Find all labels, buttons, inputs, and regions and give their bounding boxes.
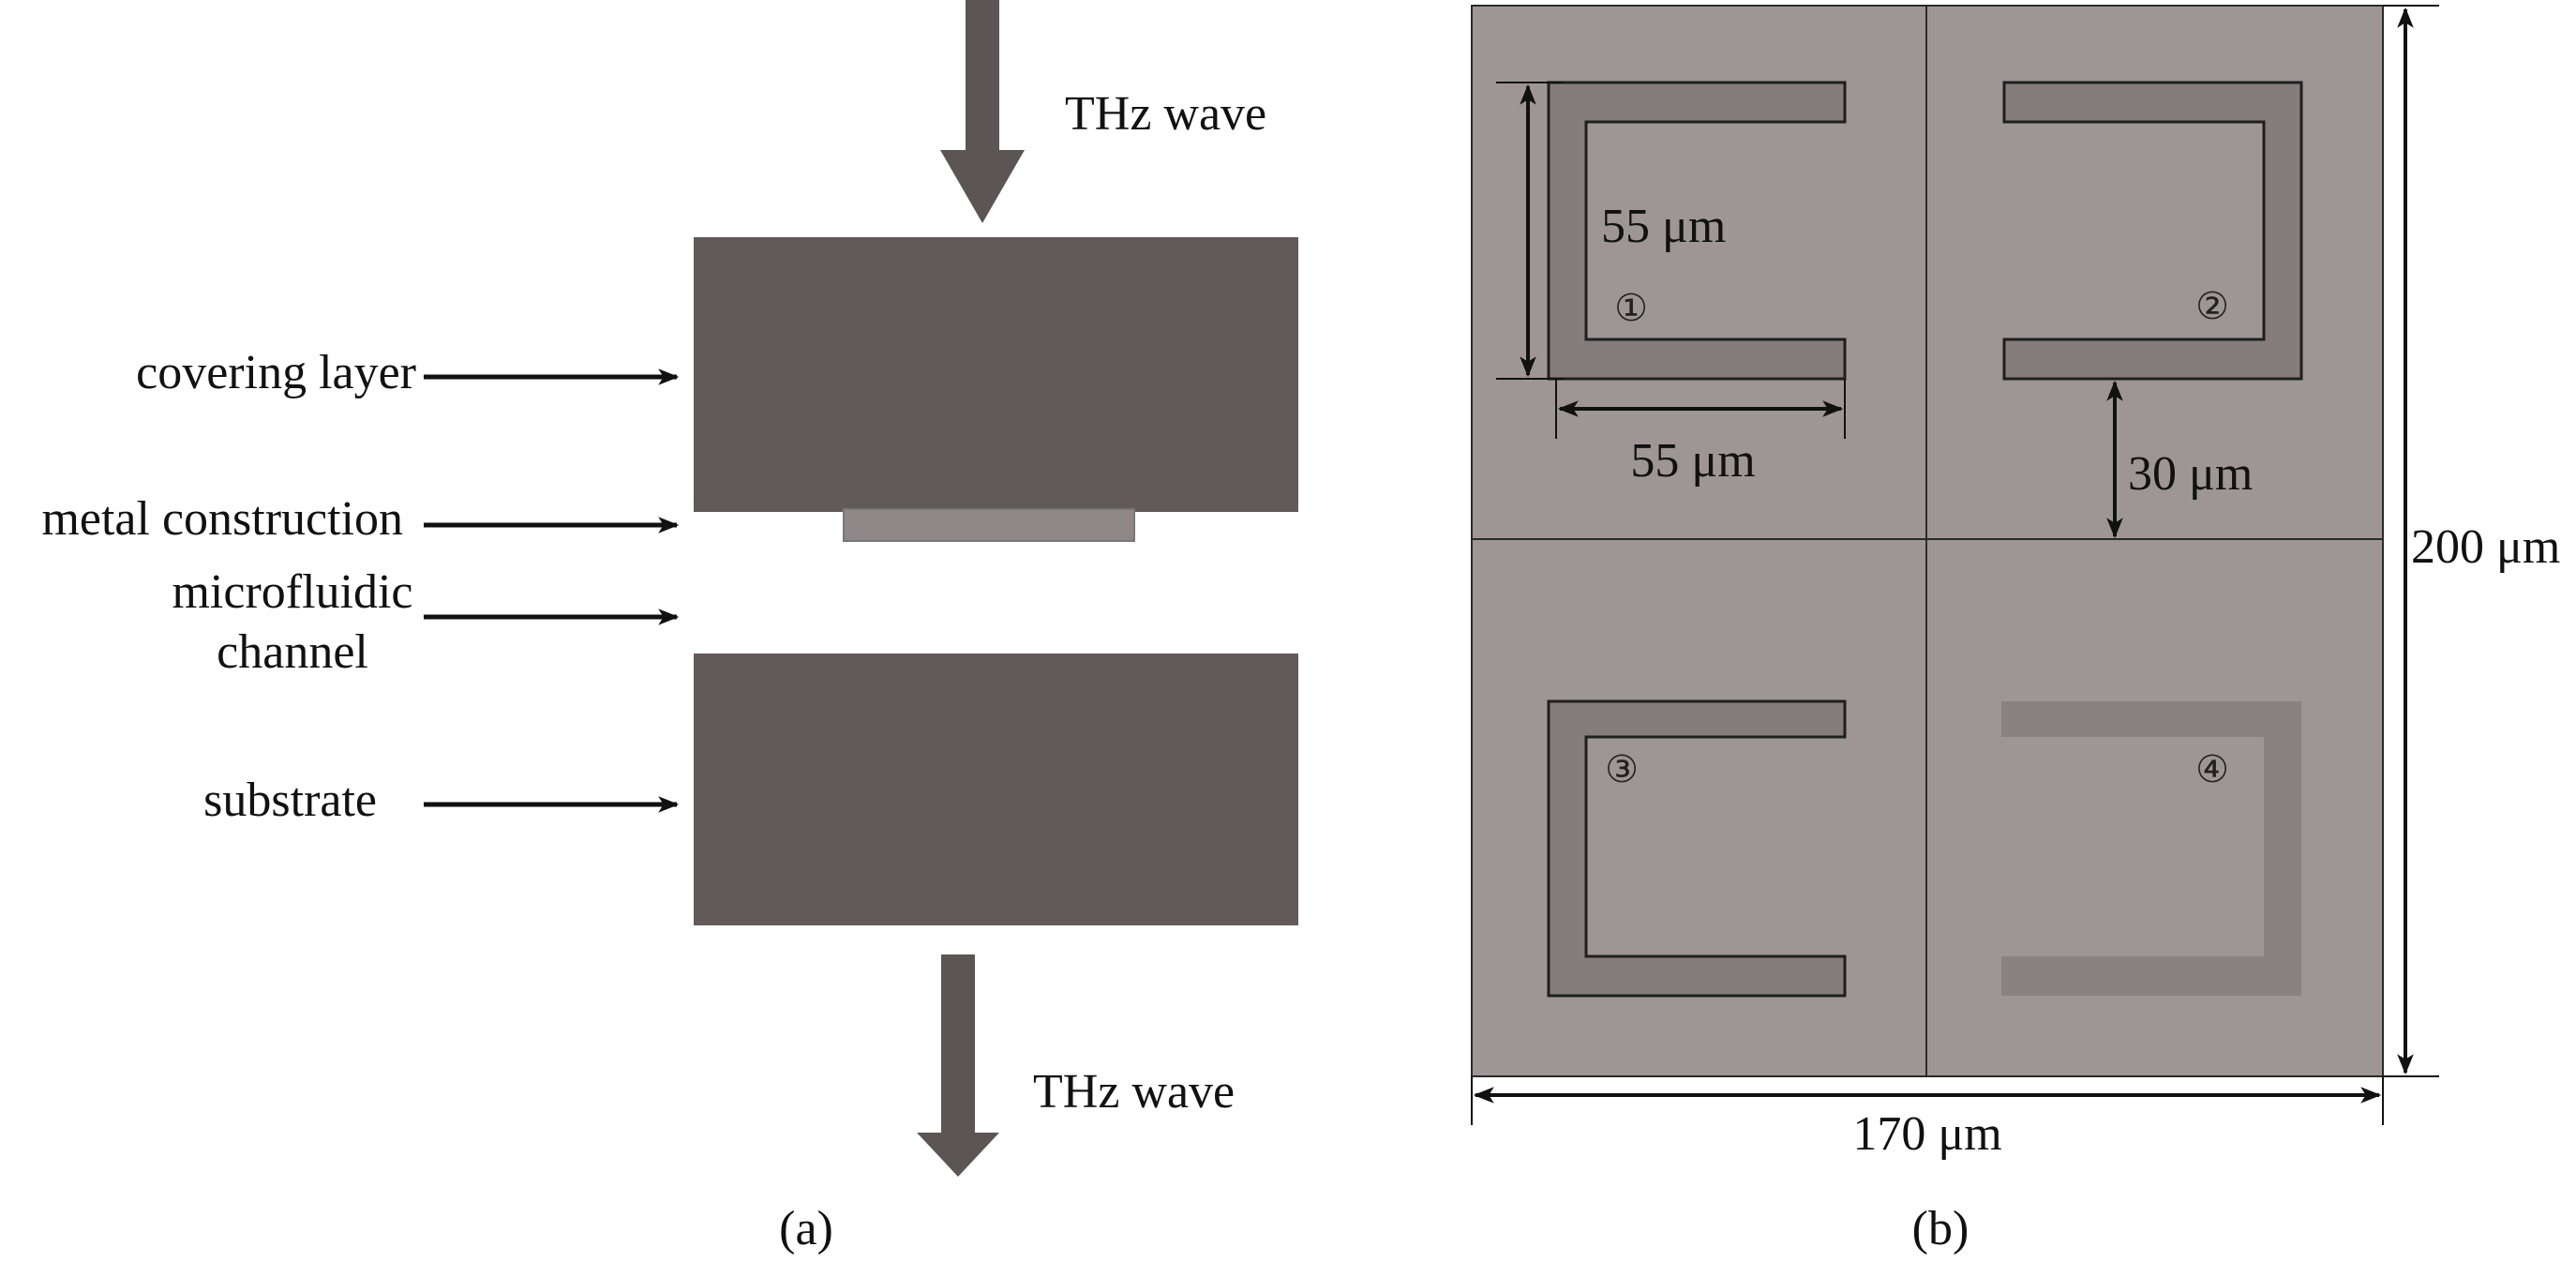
ring-width-label: 55 μm	[1630, 434, 1755, 488]
panel-b-caption: (b)	[1912, 1202, 1969, 1255]
resonator-2	[2002, 81, 2303, 381]
metal-construction-strip	[843, 508, 1135, 542]
incident-thz-arrow	[940, 0, 1025, 223]
microfluidic-label-line2: channel	[217, 625, 368, 679]
resonator-number-3: ③	[1605, 748, 1639, 791]
cell-height-dimension	[2383, 5, 2439, 1077]
resonator-number-4: ④	[2195, 748, 2229, 791]
resonator-number-2: ②	[2195, 285, 2229, 328]
transmitted-thz-label: THz wave	[1033, 1065, 1235, 1119]
panel-a: THz wave THz wave covering layer metal c…	[41, 0, 1298, 1255]
microfluidic-label-line1: microfluidic	[172, 565, 412, 619]
metal-construction-label: metal construction	[41, 492, 403, 546]
covering-layer-label: covering layer	[136, 346, 416, 399]
resonator-4	[2001, 701, 2301, 996]
substrate-label: substrate	[203, 774, 377, 827]
transmitted-thz-arrow	[917, 954, 999, 1177]
gap-label: 30 μm	[2128, 447, 2253, 501]
resonator-number-1: ①	[1614, 287, 1648, 330]
resonator-3	[1547, 699, 1847, 998]
incident-thz-label: THz wave	[1065, 87, 1266, 141]
resonator-1	[1547, 81, 1847, 381]
cell-height-label: 200 μm	[2411, 520, 2560, 574]
ring-height-label: 55 μm	[1601, 200, 1726, 253]
cell-width-dimension	[1471, 1076, 2384, 1125]
ring-height-dimension	[1496, 82, 1564, 380]
panel-a-caption: (a)	[779, 1202, 833, 1255]
covering-layer-block	[694, 237, 1298, 512]
substrate-block	[694, 654, 1298, 925]
cell-width-label: 170 μm	[1852, 1107, 2001, 1161]
panel-b: ① ② ③ ④ 55 μm 55 μm 30 μm 200 μm	[1471, 5, 2560, 1255]
ring-width-dimension	[1555, 379, 1846, 439]
